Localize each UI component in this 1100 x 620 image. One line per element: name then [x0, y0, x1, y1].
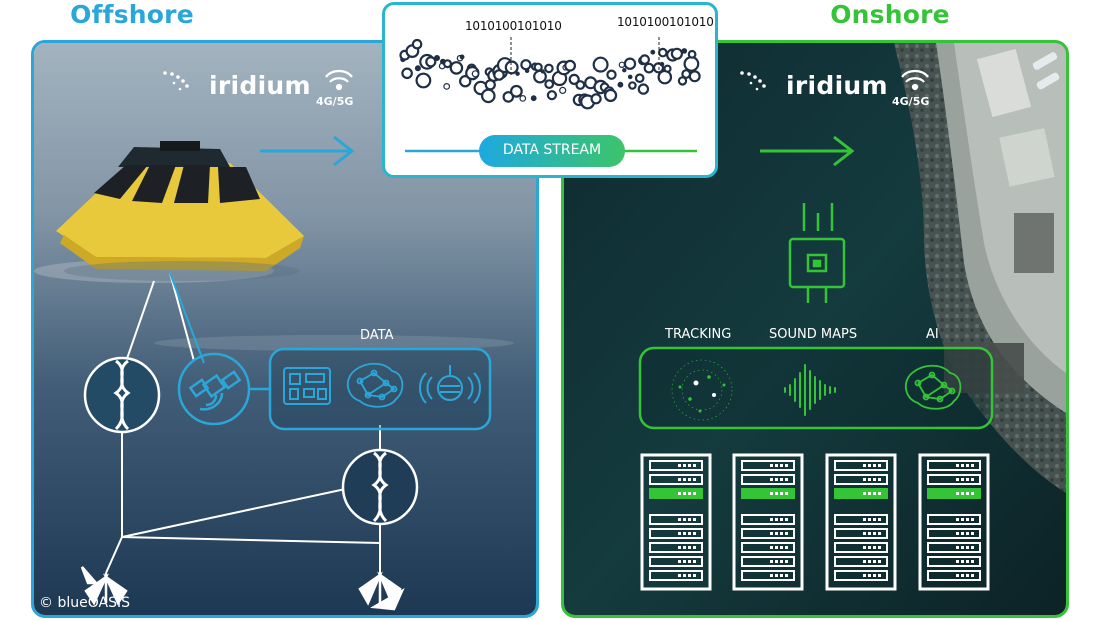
data-dot: [481, 88, 496, 104]
data-dot: [634, 73, 645, 84]
data-dot: [681, 48, 688, 54]
anchor-icon: [358, 571, 405, 611]
data-dot: [618, 61, 626, 69]
server-rack-icon: [732, 453, 804, 591]
hydrophone-icon: [419, 365, 481, 404]
data-dot: [606, 69, 617, 80]
iridium-logo-dots: [740, 71, 766, 91]
data-dot: [677, 76, 688, 86]
data-dot: [533, 69, 547, 84]
binary-left: 1010100101010: [465, 19, 562, 33]
data-dot: [540, 69, 545, 74]
data-dot: [414, 65, 421, 72]
data-dot: [623, 57, 637, 70]
data-dot: [544, 79, 555, 89]
data-dot: [442, 59, 452, 69]
server-rack-icon: [918, 453, 990, 591]
gateway-icon: [788, 203, 846, 303]
data-dot: [592, 56, 609, 73]
data-dot: [504, 60, 519, 75]
anchor-icon: [80, 566, 128, 606]
data-dot: [509, 84, 523, 98]
data-dot: [411, 38, 423, 50]
data-dot: [568, 73, 580, 86]
data-dot: [663, 64, 672, 73]
data-dot: [520, 59, 532, 71]
data-dots: [399, 38, 701, 110]
data-dot: [546, 90, 557, 101]
ai-brain-icon: [904, 364, 962, 410]
data-dot: [688, 70, 701, 83]
tracking-icon: [671, 359, 733, 421]
data-dot: [639, 54, 651, 65]
data-dot: [401, 67, 413, 80]
data-dot: [622, 67, 627, 73]
data-dot: [433, 54, 440, 61]
data-dot: [657, 69, 673, 85]
buoy-icon: [56, 141, 304, 281]
data-stream-box: 1010100101010 1010100101010 DATA STREAM: [382, 2, 718, 178]
data-dot: [628, 81, 637, 90]
data-dot: [519, 94, 527, 102]
server-racks: [640, 453, 990, 591]
data-dot: [544, 63, 554, 74]
data-dot: [443, 82, 451, 90]
iridium-logo-dots: [163, 71, 189, 91]
wifi-icon: [901, 69, 929, 91]
data-dot: [449, 61, 464, 75]
arrow-right-icon: [260, 135, 355, 167]
arrow-right-icon: [760, 135, 855, 167]
server-rack-icon: [825, 453, 897, 591]
data-dot: [459, 54, 465, 60]
data-dot: [687, 49, 697, 59]
onshore-title: Onshore: [830, 0, 950, 29]
data-stream-graphic: [399, 37, 701, 167]
offshore-iridium-brand: iridium: [209, 71, 311, 100]
offshore-title: Offshore: [70, 0, 194, 29]
data-dot: [637, 83, 650, 95]
data-dot: [564, 59, 577, 72]
data-dot: [471, 70, 479, 78]
data-dot: [650, 49, 656, 55]
data-dot: [590, 93, 602, 105]
onshore-iridium-brand: iridium: [786, 71, 888, 100]
data-dot: [643, 62, 655, 74]
data-stream-pill: [479, 135, 625, 167]
rope-icon: [341, 448, 419, 526]
data-dot: [425, 56, 437, 68]
data-dot: [657, 47, 668, 58]
sound-wave-icon: [784, 364, 836, 416]
data-dot: [604, 88, 618, 103]
data-dot: [515, 71, 520, 76]
data-label: DATA: [360, 328, 394, 343]
copyright-text: © blueOASIS: [39, 595, 130, 611]
data-dot: [627, 74, 633, 80]
binary-right: 1010100101010: [617, 15, 714, 29]
data-dot: [575, 80, 586, 90]
feature-label-sound-maps: SOUND MAPS: [769, 327, 858, 342]
data-dot: [415, 72, 432, 89]
server-rack-icon: [640, 453, 712, 591]
data-dot: [533, 62, 543, 72]
data-stream-label: DATA STREAM: [502, 142, 602, 158]
data-dot: [670, 47, 683, 60]
neural-network-icon: [346, 362, 404, 408]
onshore-network-label: 4G/5G: [892, 95, 930, 108]
feature-label-ai: AI: [926, 327, 939, 342]
circuit-board-icon: [283, 367, 331, 405]
data-dot: [530, 95, 537, 102]
data-dot: [502, 91, 515, 103]
wifi-icon: [325, 69, 353, 91]
data-dot: [683, 56, 700, 72]
offshore-network-label: 4G/5G: [316, 95, 354, 108]
feature-label-tracking: TRACKING: [665, 327, 732, 342]
rope-icon: [83, 356, 161, 434]
data-dot: [559, 86, 567, 95]
data-dot: [659, 61, 665, 67]
data-dot: [617, 81, 624, 88]
